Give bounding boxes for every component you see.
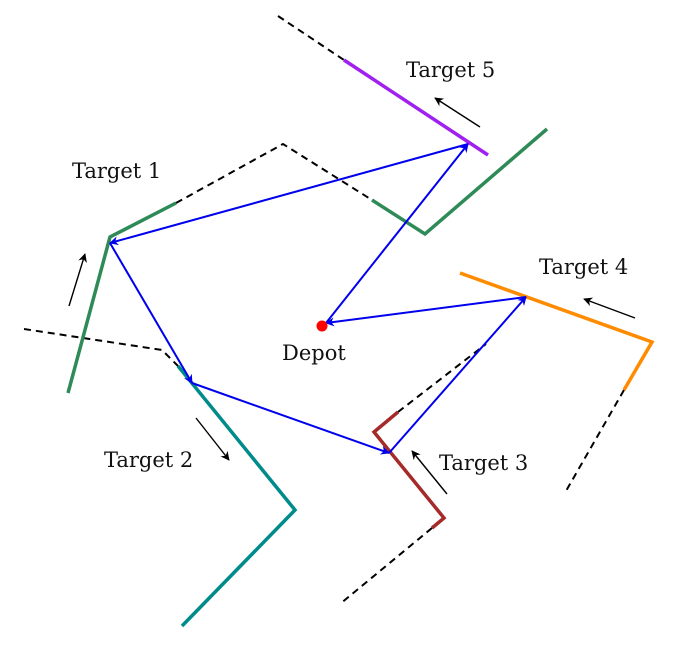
route-arrows bbox=[109, 143, 527, 455]
target5-segment bbox=[343, 58, 489, 157]
label-depot: Depot bbox=[282, 341, 346, 365]
label-target1: Target 1 bbox=[72, 159, 161, 183]
dashed-ext-target1 bbox=[175, 142, 373, 204]
route-target5-to-target1 bbox=[109, 143, 469, 246]
direction-arrow-target4 bbox=[583, 297, 636, 319]
label-target3: Target 3 bbox=[439, 451, 528, 475]
route-target4-to-depot bbox=[325, 296, 527, 327]
direction-arrow-target2 bbox=[195, 417, 230, 461]
label-target4: Target 4 bbox=[539, 255, 628, 279]
dashed-extensions bbox=[23, 15, 625, 605]
dashed-ext-target3-bottom bbox=[339, 527, 433, 605]
route-target3-to-target4 bbox=[388, 296, 527, 454]
target3-segment bbox=[371, 410, 447, 530]
dashed-ext-target3-top bbox=[397, 343, 487, 413]
route-depot-to-target5 bbox=[325, 143, 469, 324]
dashed-ext-target5 bbox=[277, 15, 345, 61]
direction-arrow-target1 bbox=[68, 253, 87, 307]
direction-arrow-target5 bbox=[434, 97, 481, 128]
dashed-ext-target2 bbox=[23, 328, 179, 367]
direction-arrows bbox=[68, 97, 636, 495]
depot-marker bbox=[316, 320, 328, 332]
target1-right-segment bbox=[371, 127, 549, 237]
route-target1-to-target2 bbox=[109, 242, 193, 384]
target1-segment bbox=[66, 201, 177, 394]
dashed-ext-target4 bbox=[565, 389, 625, 492]
label-target2: Target 2 bbox=[104, 448, 193, 472]
target-segments bbox=[66, 58, 655, 628]
direction-arrow-target3 bbox=[411, 450, 448, 495]
route-target2-to-target3 bbox=[191, 382, 390, 455]
target4-segment bbox=[459, 271, 655, 391]
target2-segment bbox=[176, 364, 298, 628]
label-target5: Target 5 bbox=[406, 58, 495, 82]
